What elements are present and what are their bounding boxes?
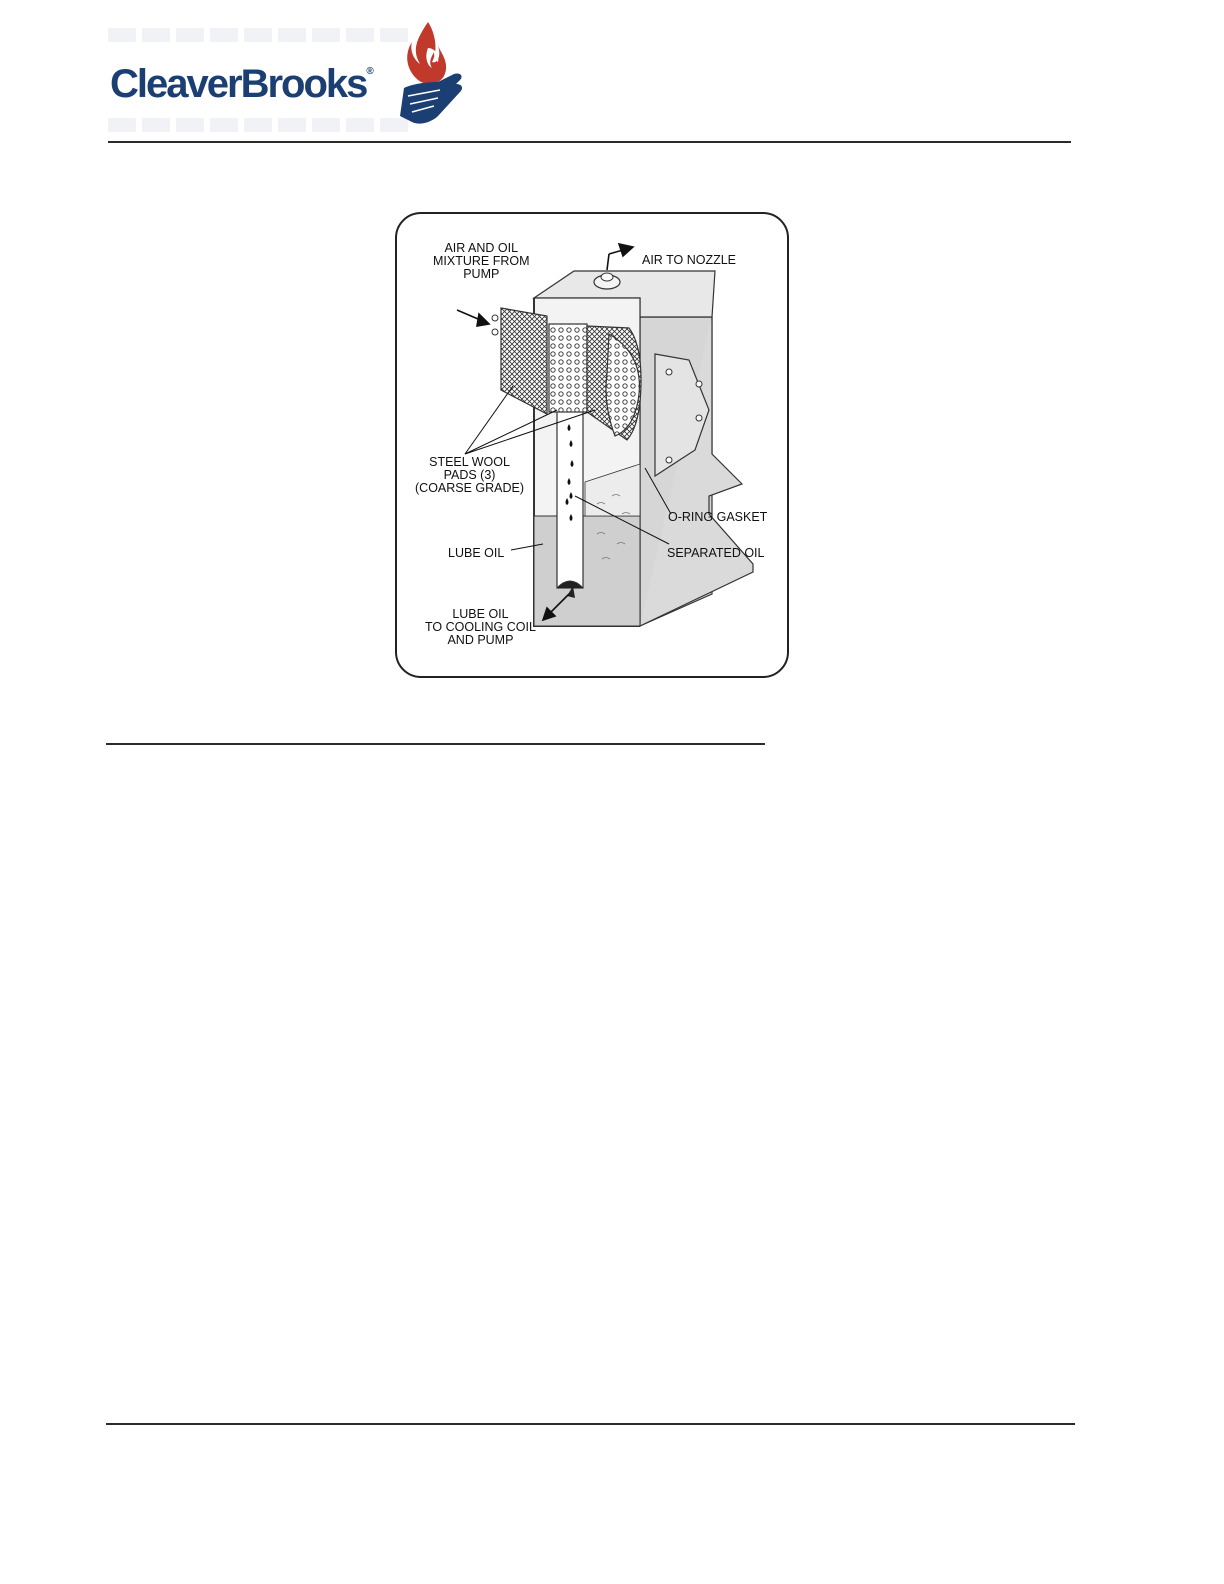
registered-mark: ® — [366, 66, 373, 77]
label-separated-oil: SEPARATED OIL — [667, 547, 764, 560]
logo-background-pattern-bottom — [108, 118, 408, 132]
logo-wordmark: CleaverBrooks® — [110, 62, 374, 107]
logo-text-brooks: Brooks — [241, 62, 367, 106]
steel-wool-pad-1 — [501, 308, 547, 414]
label-air-oil-mixture: AIR AND OIL MIXTURE FROM PUMP — [433, 242, 530, 281]
label-lube-oil: LUBE OIL — [448, 547, 504, 560]
label-lube-oil-outlet: LUBE OIL TO COOLING COIL AND PUMP — [425, 608, 536, 647]
oil-separator-figure: AIR AND OIL MIXTURE FROM PUMP AIR TO NOZ… — [395, 212, 789, 678]
figure-caption-rule — [106, 743, 765, 745]
footer-rule — [106, 1423, 1075, 1425]
logo-background-pattern — [108, 28, 408, 42]
header-rule — [108, 141, 1071, 143]
logo-text-cleaver: Cleaver — [110, 62, 241, 106]
drain-pipe — [557, 410, 583, 588]
label-o-ring-gasket: O-RING GASKET — [668, 511, 767, 524]
cleaver-brooks-logo: CleaverBrooks® — [108, 18, 468, 126]
label-air-to-nozzle: AIR TO NOZZLE — [642, 254, 736, 267]
label-steel-wool-pads: STEEL WOOL PADS (3) (COARSE GRADE) — [415, 456, 524, 495]
flame-hand-icon — [398, 18, 468, 126]
steel-wool-pad-2 — [549, 324, 587, 412]
lube-oil-level — [534, 516, 640, 626]
